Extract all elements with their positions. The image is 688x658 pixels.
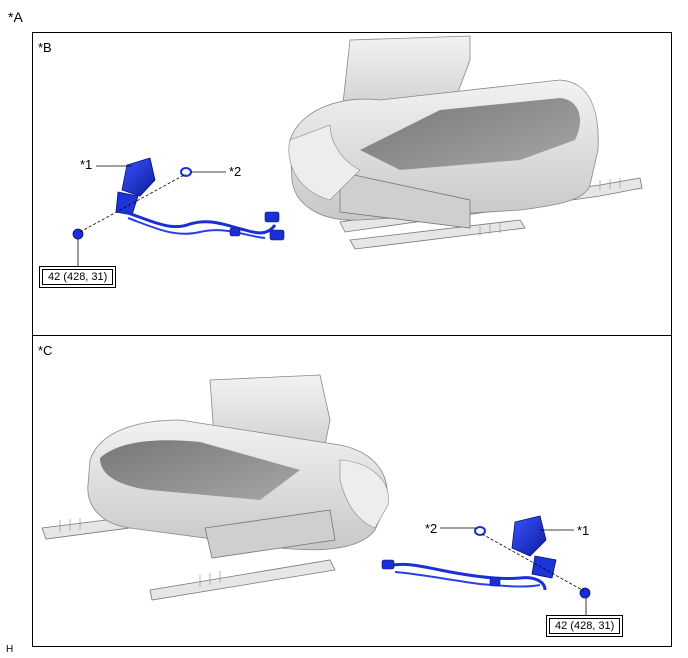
seat-cushion-c	[41, 374, 389, 601]
torque-value-c: 42 (428, 31)	[549, 618, 621, 634]
leader-lines-b	[77, 165, 226, 266]
view-label-b: *B	[38, 40, 52, 55]
callout-part-2-b: *2	[229, 164, 242, 179]
leader-lines-c	[440, 527, 587, 615]
torque-spec-b: 42 (428, 31)	[39, 266, 117, 288]
torque-value-b: 42 (428, 31)	[42, 269, 114, 285]
torque-spec-c: 42 (428, 31)	[546, 615, 624, 637]
footer-label: H	[6, 644, 14, 655]
view-label-a: *A	[8, 9, 23, 25]
callout-part-1-b: *1	[80, 157, 93, 172]
seat-belt-buckle-c	[381, 515, 591, 599]
seat-belt-buckle-b	[72, 157, 285, 241]
view-label-c: *C	[38, 343, 53, 358]
callout-part-1-c: *1	[577, 523, 590, 538]
panel-c	[32, 335, 672, 647]
callout-part-2-c: *2	[425, 521, 438, 536]
seat-cushion-b	[288, 35, 643, 250]
